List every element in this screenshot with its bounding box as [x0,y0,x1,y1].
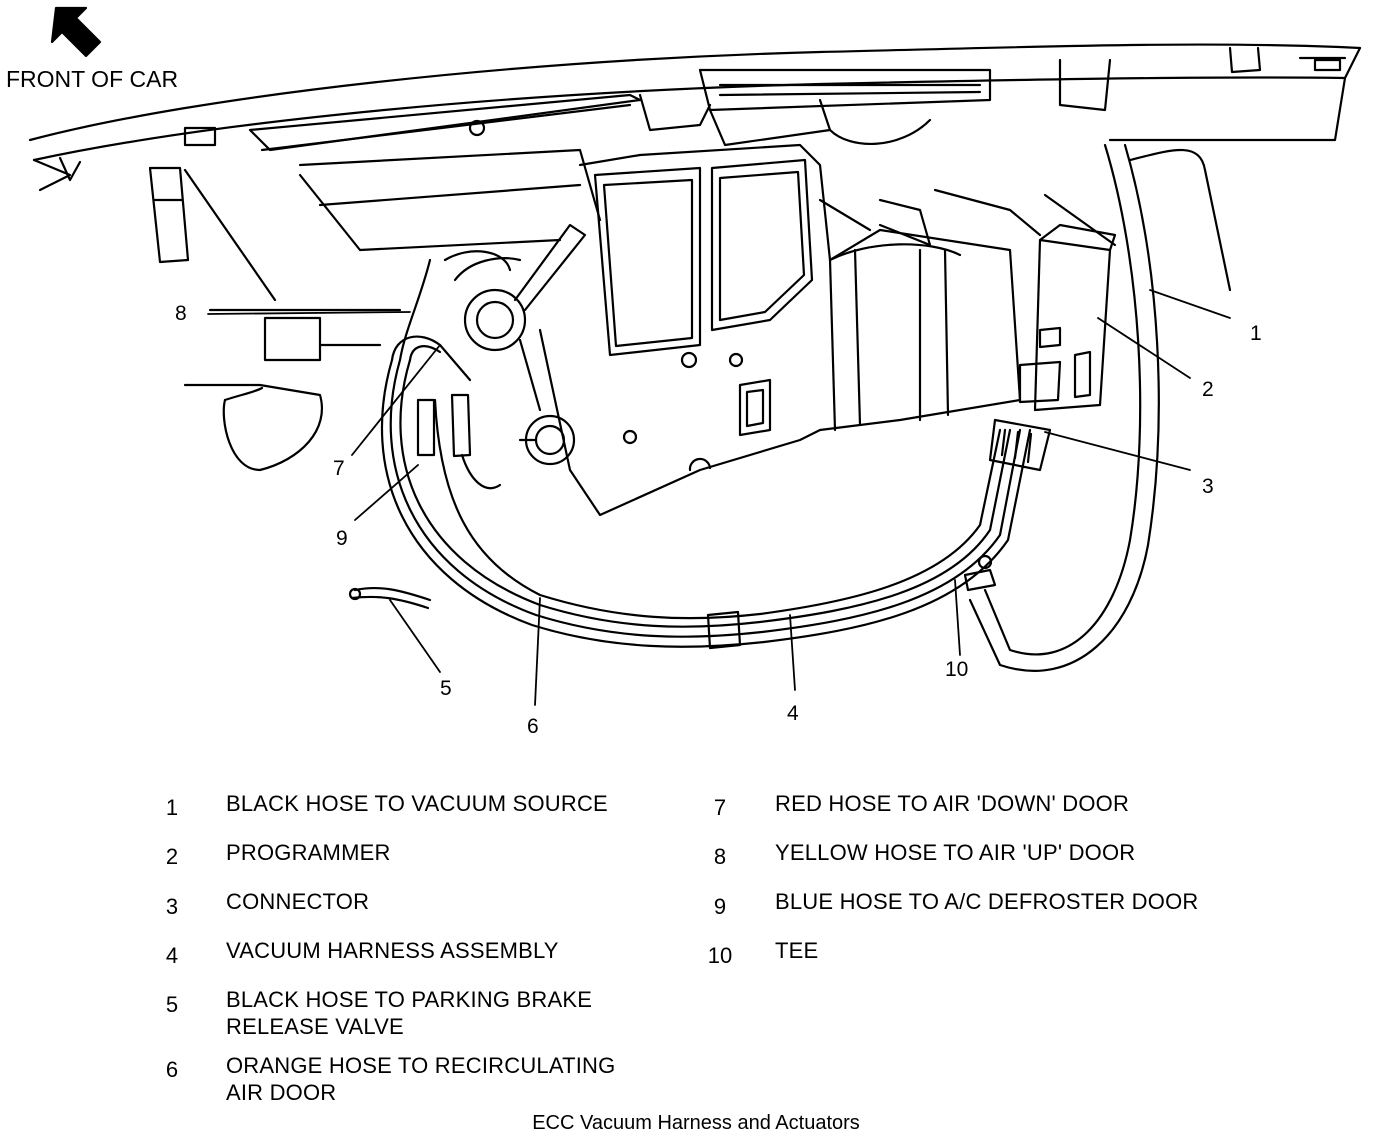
callout-5: 5 [440,677,452,700]
legend-text: BLACK HOSE TO VACUUM SOURCE [226,791,608,816]
legend-num: 10 [707,943,733,968]
legend-text: ORANGE HOSE TO RECIRCULATING AIR DOOR [226,1053,616,1105]
callout-10: 10 [945,658,969,681]
front-of-car-label: FRONT OF CAR [6,66,179,92]
hvac-module [538,143,1042,517]
figure-caption: ECC Vacuum Harness and Actuators [532,1112,860,1134]
legend-text: BLUE HOSE TO A/C DEFROSTER DOOR [775,889,1199,914]
legend-num: 6 [165,1057,179,1082]
legend-num: 4 [165,943,179,968]
actuators [453,223,587,466]
callout-1: 1 [1250,322,1262,345]
leader-lines [207,289,1231,706]
callout-7: 7 [333,457,345,480]
programmer [1018,193,1117,412]
legend-num: 3 [165,894,179,919]
callout-4: 4 [787,702,799,725]
legend-text: PROGRAMMER [226,840,391,865]
legend-num: 5 [165,992,179,1017]
callout-8: 8 [175,302,187,325]
vacuum-harness [348,143,1232,672]
left-duct [148,148,602,472]
legend-text: CONNECTOR [226,889,370,914]
legend-text: TEE [775,938,819,963]
legend-num: 2 [165,844,179,869]
legend-num: 8 [713,844,727,869]
legend-num: 9 [713,894,727,919]
legend-text: YELLOW HOSE TO AIR 'UP' DOOR [775,840,1136,865]
callout-9: 9 [336,527,348,550]
legend-text: RED HOSE TO AIR 'DOWN' DOOR [775,791,1130,816]
legend-num: 1 [165,795,179,820]
legend-text: VACUUM HARNESS ASSEMBLY [226,938,559,963]
vacuum-harness-illustration [28,6,1362,706]
callout-3: 3 [1202,475,1214,498]
callout-2: 2 [1202,378,1214,401]
front-arrow-icon [50,6,102,58]
dashboard-outline [28,43,1362,192]
callout-6: 6 [527,715,539,738]
legend-text: BLACK HOSE TO PARKING BRAKE RELEASE VALV… [226,987,593,1039]
legend-num: 7 [713,795,727,820]
